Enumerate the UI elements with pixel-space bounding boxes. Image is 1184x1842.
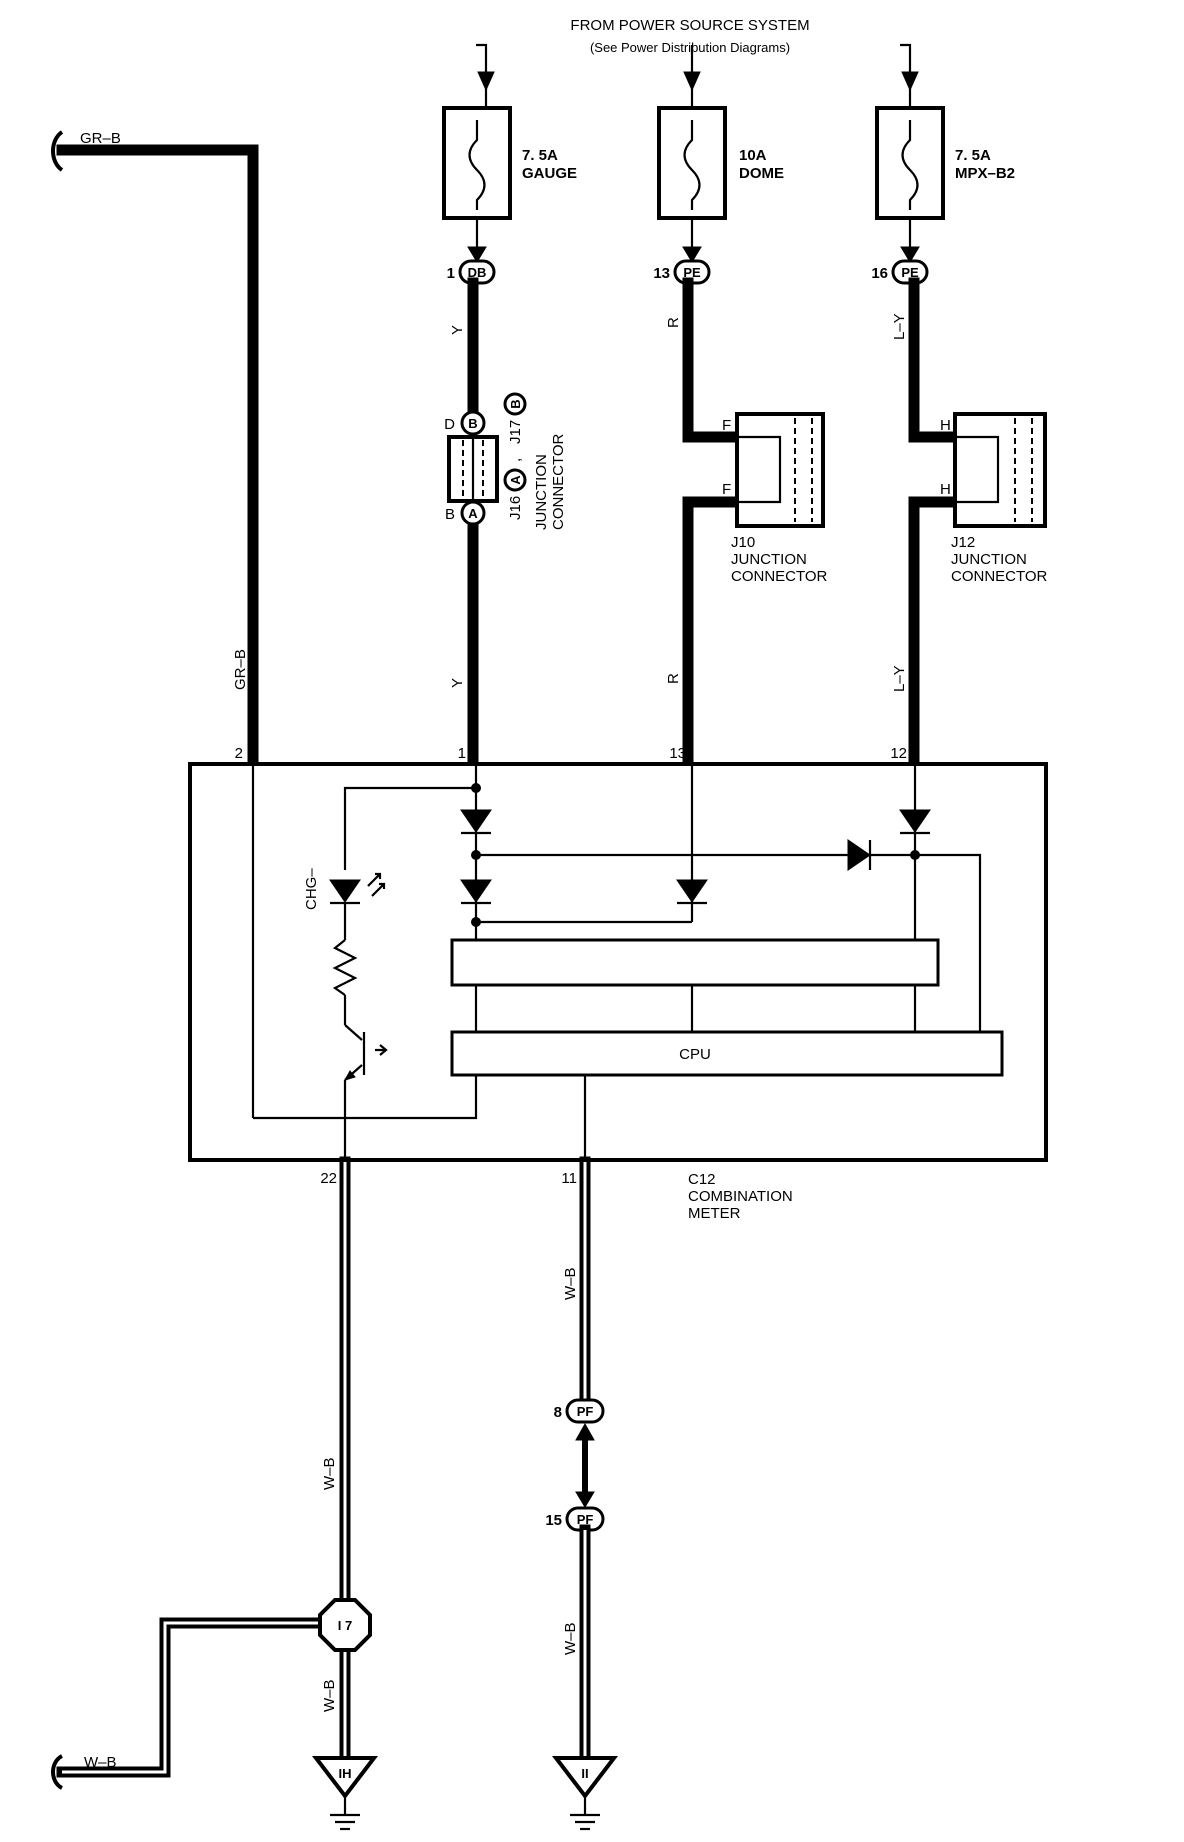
meter-title1: COMBINATION [688, 1188, 793, 1205]
svg-text:B: B [508, 399, 523, 408]
label-y-top: Y [449, 325, 466, 335]
junction-j12: H H J12 JUNCTION CONNECTOR [940, 412, 1048, 585]
wire-y: Y Y [449, 277, 479, 766]
junction-j10: F F J10 JUNCTION CONNECTOR [722, 412, 828, 585]
fuse-mpx-b2: 7. 5A MPX–B2 [875, 43, 1015, 255]
fuse-dome-name: DOME [739, 165, 784, 182]
label-y-bottom: Y [449, 678, 466, 688]
svg-text:22: 22 [320, 1170, 337, 1187]
j12-name: J12 [951, 534, 975, 551]
chg-label: CHG– [303, 868, 320, 910]
meter-title2: METER [688, 1205, 741, 1222]
svg-text:13: 13 [653, 265, 670, 282]
connector-pe-13: PE 13 [653, 246, 711, 285]
svg-text:13: 13 [669, 745, 686, 762]
svg-text:PE: PE [683, 265, 701, 280]
label-ly-bottom: L–Y [891, 665, 908, 692]
svg-text:CONNECTOR: CONNECTOR [951, 568, 1048, 585]
ground-ih: IH [339, 1766, 352, 1781]
label-gr-b-side: GR–B [232, 649, 249, 690]
svg-text:W–B: W–B [321, 1679, 338, 1712]
fuse-gauge: 7. 5A GAUGE [442, 43, 577, 255]
combination-meter: 2 1 13 12 22 11 [188, 745, 1048, 1222]
svg-text:H: H [940, 481, 951, 498]
svg-text:1: 1 [447, 265, 455, 282]
header-title: FROM POWER SOURCE SYSTEM [570, 17, 809, 34]
wire-l-y: L–Y L–Y [891, 277, 961, 766]
svg-text:JUNCTION: JUNCTION [951, 551, 1027, 568]
svg-text:PF: PF [577, 1512, 594, 1527]
fuse-dome-rating: 10A [739, 147, 767, 164]
svg-text:CONNECTOR: CONNECTOR [550, 433, 567, 530]
svg-text:8: 8 [554, 1404, 562, 1421]
fuse-gauge-rating: 7. 5A [522, 147, 558, 164]
svg-text:J17: J17 [507, 420, 524, 444]
wire-w-b-right: W–B PF 8 PF 15 W–B II [545, 1156, 619, 1831]
label-r-top: R [665, 317, 682, 328]
svg-text:B: B [445, 506, 455, 523]
svg-text:A: A [508, 475, 523, 485]
svg-text:W–B: W–B [562, 1622, 579, 1655]
svg-text:D: D [444, 416, 455, 433]
svg-text:PE: PE [901, 265, 919, 280]
svg-text:12: 12 [890, 745, 907, 762]
wire-gr-b: GR–B GR–B [51, 130, 259, 766]
fuse-dome: 10A DOME [657, 45, 784, 255]
j10-name: J10 [731, 534, 755, 551]
svg-text:16: 16 [871, 265, 888, 282]
svg-text:B: B [468, 416, 477, 431]
svg-text:A: A [468, 506, 478, 521]
svg-text:W–B: W–B [562, 1267, 579, 1300]
label-ly-top: L–Y [891, 313, 908, 340]
svg-text:F: F [722, 481, 731, 498]
svg-text:W–B: W–B [321, 1457, 338, 1490]
svg-text:DB: DB [468, 265, 487, 280]
fuse-mpx-rating: 7. 5A [955, 147, 991, 164]
connector-pe-16: PE 16 [871, 246, 929, 285]
fuse-mpx-name: MPX–B2 [955, 165, 1015, 182]
svg-text:2: 2 [235, 745, 243, 762]
svg-text:15: 15 [545, 1512, 562, 1529]
svg-text:F: F [722, 417, 731, 434]
svg-text:H: H [940, 417, 951, 434]
label-r-bottom: R [665, 673, 682, 684]
meter-id: C12 [688, 1171, 716, 1188]
svg-text:W–B: W–B [84, 1754, 117, 1771]
svg-text:CONNECTOR: CONNECTOR [731, 568, 828, 585]
junction-i7: I 7 [338, 1618, 352, 1633]
svg-text:1: 1 [458, 745, 466, 762]
fuse-gauge-name: GAUGE [522, 165, 577, 182]
cpu-label: CPU [679, 1046, 711, 1063]
label-gr-b-top: GR–B [80, 130, 121, 147]
svg-text:JUNCTION: JUNCTION [533, 454, 550, 530]
svg-text:J16: J16 [507, 496, 524, 520]
svg-text:11: 11 [561, 1170, 577, 1187]
header-subtitle: (See Power Distribution Diagrams) [590, 40, 790, 55]
wire-w-b-left: W–B W–B W–B I 7 IH [51, 1156, 379, 1831]
ground-ii: II [581, 1766, 588, 1781]
wire-r: R R [665, 277, 741, 766]
junction-j16-j17: B D A B J16 A , J17 B JUNCTION CONNECTOR [444, 392, 567, 530]
svg-text:JUNCTION: JUNCTION [731, 551, 807, 568]
svg-text:,: , [507, 458, 524, 462]
svg-text:PF: PF [577, 1404, 594, 1419]
